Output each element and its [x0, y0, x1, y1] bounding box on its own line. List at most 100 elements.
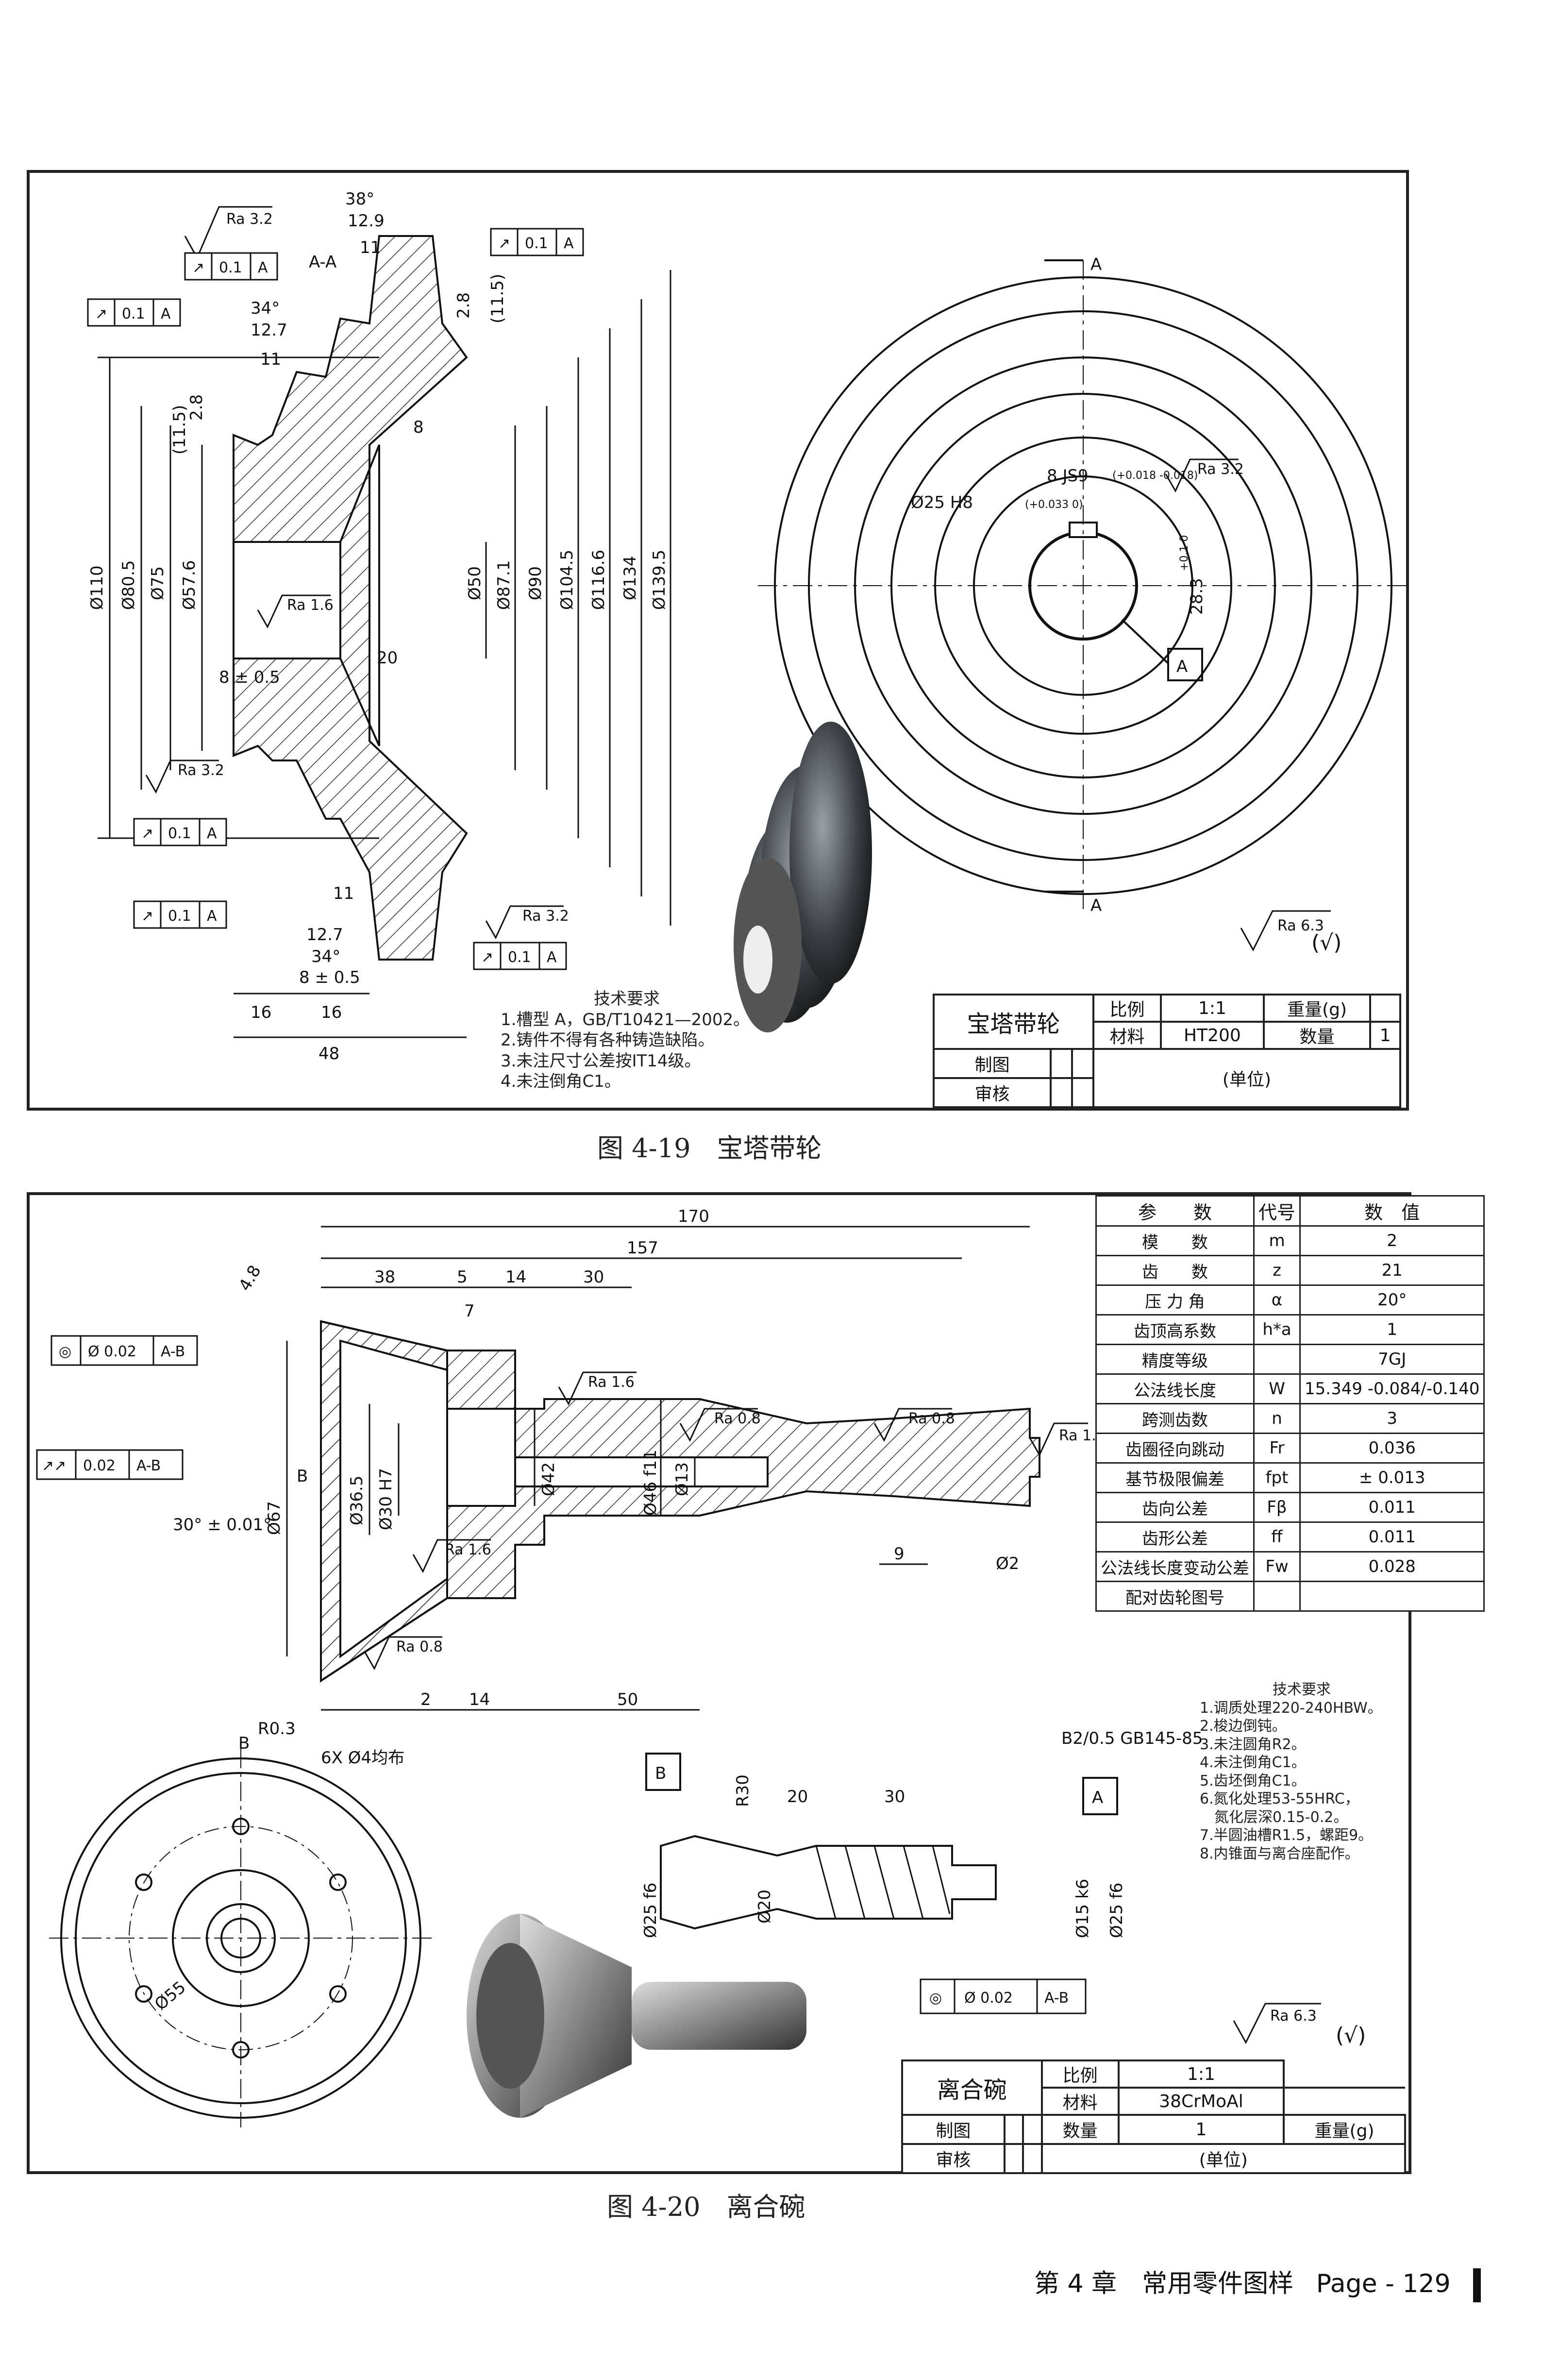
svg-text:(+0.033 0): (+0.033 0) [1025, 499, 1083, 511]
svg-text:B: B [655, 1764, 666, 1783]
svg-text:30: 30 [884, 1787, 905, 1806]
svg-text:Ø2: Ø2 [996, 1554, 1019, 1573]
svg-text:A: A [161, 305, 171, 322]
svg-text:◎: ◎ [929, 1990, 942, 2007]
svg-text:30: 30 [583, 1267, 604, 1287]
note-line: 5.齿坯倒角C1。 [1200, 1772, 1306, 1789]
pulley-section [233, 235, 468, 961]
svg-text:R30: R30 [733, 1774, 753, 1807]
svg-text:2: 2 [420, 1690, 431, 1709]
clutch-dim-lines [286, 1226, 1030, 1711]
clutch-title-block: 离合碗 比例 1:1 材料 38CrMoAl 制图 数量 1 重量(g) 审核 … [901, 2059, 1407, 2174]
svg-text:A: A [1090, 255, 1102, 274]
svg-text:↗: ↗ [192, 259, 204, 276]
svg-text:14: 14 [469, 1690, 490, 1709]
svg-text:0.02: 0.02 [83, 1457, 116, 1474]
svg-text:Ra 0.8: Ra 0.8 [396, 1638, 443, 1655]
dim-16-a: 16 [251, 1003, 271, 1022]
dim-dia1045: Ø104.5 [557, 550, 577, 610]
svg-text:Ø30 H7: Ø30 H7 [376, 1468, 396, 1530]
note-line: 6.氮化处理53-55HRC， [1200, 1790, 1359, 1807]
svg-text:Ra 3.2: Ra 3.2 [1197, 461, 1244, 478]
clutch-section [320, 1320, 1040, 1683]
svg-text:4.8: 4.8 [235, 1262, 265, 1295]
svg-text:A: A [207, 908, 217, 925]
svg-text:Ø46 f11: Ø46 f11 [641, 1450, 660, 1516]
svg-text:38: 38 [374, 1267, 395, 1287]
dim-angle-34-bottom: 34° [311, 947, 340, 966]
svg-text:↗: ↗ [481, 949, 493, 966]
svg-text:A-B: A-B [1044, 1990, 1069, 2007]
svg-text:Ø25 f6: Ø25 f6 [1107, 1883, 1126, 1938]
clutch-3d-render [467, 1914, 806, 2118]
page-marker-bar [1473, 2268, 1481, 2302]
svg-text:A: A [564, 235, 574, 252]
roughness-marks: Ra 3.2 Ra 1.6 Ra 3.2 Ra 3.2 [145, 206, 569, 940]
dim-dia110: Ø110 [87, 565, 107, 610]
note-line: 3.未注尺寸公差按IT14级。 [501, 1051, 701, 1071]
front-view-text: A A A Ø25 H8 (+0.033 0) 8 JS9 (+0.018 -0… [911, 255, 1244, 915]
dim-dia50: Ø50 [465, 566, 485, 600]
table-row: 配对齿轮图号 [1095, 1581, 1485, 1612]
note-line: 1.调质处理220-240HBW。 [1200, 1699, 1382, 1717]
dim-115-right: (11.5) [488, 274, 507, 323]
svg-text:↗: ↗ [141, 908, 153, 925]
svg-text:0.1: 0.1 [525, 235, 548, 252]
note-line: 8.内锥面与离合座配作。 [1200, 1845, 1359, 1862]
note-line: 2.铸件不得有各种铸造缺陷。 [501, 1030, 715, 1050]
part-name: 宝塔带轮 [933, 994, 1094, 1050]
figure-4-19-caption: 图 4-19 宝塔带轮 [597, 1133, 822, 1164]
chapter-title: 第 4 章 常用零件图样 [1034, 2269, 1294, 2298]
notes-title: 技术要求 [594, 989, 660, 1009]
svg-text:50: 50 [617, 1690, 638, 1709]
pulley-drawing: Ø110 Ø80.5 Ø75 Ø57.6 Ø50 Ø87.1 Ø90 Ø104.… [87, 189, 1406, 1063]
dim-8: 8 [413, 418, 424, 437]
page-number: Page - 129 [1316, 2269, 1451, 2298]
svg-text:+0.1 0: +0.1 0 [1178, 535, 1190, 571]
svg-text:0.1: 0.1 [168, 908, 191, 925]
svg-text:9: 9 [894, 1544, 905, 1564]
dim-depth: 28.3 [1187, 578, 1207, 615]
svg-text:157: 157 [627, 1238, 658, 1258]
note-line: 3.未注圆角R2。 [1200, 1736, 1306, 1753]
svg-text:Ø42: Ø42 [539, 1462, 558, 1496]
pulley-tech-notes: 技术要求 1.槽型 A，GB/T10421—2002。 2.铸件不得有各种铸造缺… [501, 989, 753, 1092]
svg-text:Ø13: Ø13 [672, 1462, 692, 1496]
svg-text:Ra 1.6: Ra 1.6 [588, 1374, 635, 1391]
svg-text:Ra 6.3: Ra 6.3 [1270, 2008, 1317, 2025]
svg-text:Ra 0.8: Ra 0.8 [714, 1410, 761, 1427]
svg-text:7: 7 [464, 1301, 475, 1321]
svg-text:A: A [1176, 657, 1188, 676]
svg-text:◎: ◎ [59, 1343, 71, 1360]
note-line: 4.未注倒角C1。 [501, 1072, 621, 1091]
svg-text:↗↗: ↗↗ [42, 1457, 66, 1474]
svg-text:B2/0.5 GB145-85: B2/0.5 GB145-85 [1061, 1729, 1203, 1748]
dim-28-left: 2.8 [187, 394, 206, 421]
clutch-tech-notes: 技术要求 1.调质处理220-240HBW。 2.梭边倒钝。 3.未注圆角R2。… [1200, 1681, 1404, 1863]
dim-dia576: Ø57.6 [180, 560, 199, 610]
dim-127-top: 12.7 [251, 321, 287, 340]
svg-text:170: 170 [678, 1207, 709, 1226]
svg-text:Ø 0.02: Ø 0.02 [964, 1990, 1013, 2007]
clutch-dim-text: 170 157 38 5 14 30 7 4.8 30° ± 0.01° Ø67… [173, 1207, 1019, 1739]
pulley-title-block: 宝塔带轮 比例 1:1 重量(g) 材料 HT200 数量 1 制图 (单位) … [932, 994, 1402, 1108]
svg-text:A: A [547, 949, 557, 966]
svg-text:B: B [238, 1734, 250, 1753]
svg-text:A: A [1090, 896, 1102, 915]
dim-dia871: Ø87.1 [494, 560, 514, 610]
clutch-end-view [49, 1749, 433, 2127]
svg-text:20: 20 [787, 1787, 808, 1806]
note-line: 氮化层深0.15-0.2。 [1200, 1808, 1348, 1826]
section-dim-text: Ø110 Ø80.5 Ø75 Ø57.6 Ø50 Ø87.1 Ø90 Ø104.… [87, 189, 669, 1063]
svg-text:Ra 1.6: Ra 1.6 [287, 597, 334, 614]
clutch-cup-drawing: 170 157 38 5 14 30 7 4.8 30° ± 0.01° Ø67… [36, 1207, 1366, 2127]
pulley-3d-render [734, 722, 872, 1032]
svg-text:A: A [1092, 1788, 1103, 1807]
note-line: 2.梭边倒钝。 [1200, 1718, 1287, 1735]
